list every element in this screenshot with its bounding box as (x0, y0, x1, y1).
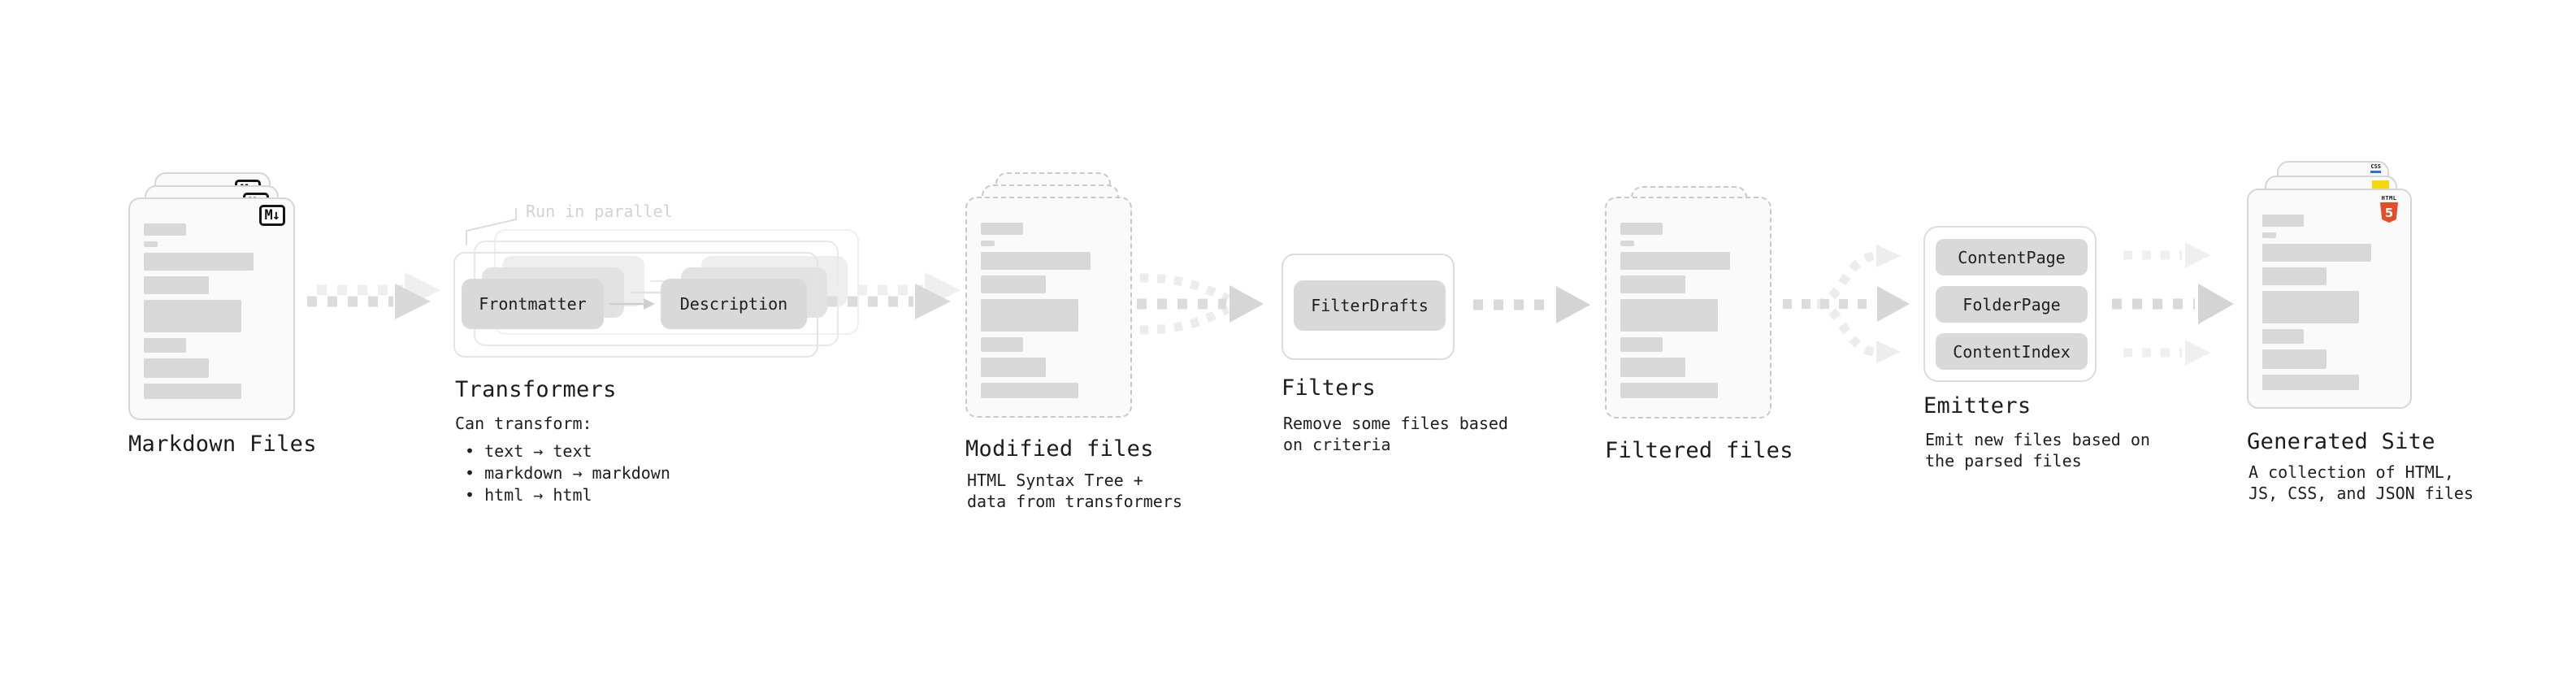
transformers-bullet: • text → text (465, 441, 592, 461)
placeholder-line (2262, 375, 2359, 390)
filtered-file-card-front (1605, 197, 1772, 419)
emitters-frame: ContentPage FolderPage ContentIndex (1923, 226, 2097, 382)
generated-file-card-html: HTML 5 (2247, 189, 2412, 409)
emitter-node-folderpage: FolderPage (1936, 286, 2088, 323)
stage-title-emitters: Emitters (1923, 393, 2032, 419)
placeholder-line (144, 223, 186, 236)
js-icon (2372, 180, 2389, 189)
emitters-description: Emit new files based on the parsed files (1925, 430, 2150, 471)
placeholder-line (1620, 383, 1719, 398)
placeholder-line (144, 253, 254, 271)
stage-title-generated: Generated Site (2247, 429, 2435, 454)
emitter-node-contentindex: ContentIndex (1936, 333, 2088, 370)
placeholder-text-lines (1620, 223, 1756, 398)
placeholder-line (144, 358, 210, 378)
placeholder-line (1620, 358, 1686, 377)
flow-arrow-transformers-to-modified (827, 272, 961, 319)
flow-arrow-filtered-to-emitters (1783, 245, 1910, 363)
filters-frame: FilterDrafts (1281, 254, 1455, 360)
placeholder-text-lines (144, 223, 280, 399)
placeholder-line (2262, 215, 2305, 227)
placeholder-line (1620, 299, 1719, 332)
stage-title-markdown: Markdown Files (128, 432, 317, 457)
html5-icon: HTML 5 (2379, 195, 2400, 223)
placeholder-line (981, 299, 1079, 332)
placeholder-line (2262, 329, 2305, 344)
placeholder-text-lines (981, 223, 1117, 398)
placeholder-line (144, 384, 242, 399)
placeholder-line (144, 300, 242, 332)
transform-arrow-icon (609, 298, 655, 310)
modified-description: HTML Syntax Tree + data from transformer… (967, 471, 1182, 511)
transformers-bullet: • html → html (465, 485, 592, 505)
flow-arrow-filters-to-filtered (1473, 286, 1590, 323)
transformers-bullet: • markdown → markdown (465, 463, 670, 483)
stage-title-filters: Filters (1281, 375, 1376, 401)
stage-title-filtered: Filtered files (1605, 438, 1793, 463)
placeholder-line (1620, 241, 1634, 246)
placeholder-line (2262, 349, 2327, 369)
flow-arrow-markdown-to-transformers (307, 272, 440, 319)
placeholder-line (144, 241, 158, 247)
html5-icon-word: HTML (2381, 195, 2397, 202)
note-leader-line (466, 208, 517, 245)
markdown-icon: M↓ (258, 205, 285, 226)
placeholder-line (2262, 232, 2276, 238)
transformer-layer-front: Frontmatter Description (453, 252, 818, 358)
placeholder-line (1620, 223, 1663, 235)
emitter-node-contentpage: ContentPage (1936, 239, 2088, 275)
placeholder-text-lines (2262, 215, 2396, 390)
flow-arrow-emitters-to-generated (2112, 242, 2234, 366)
css-icon: CSS (2370, 164, 2381, 173)
transformer-node-description: Description (661, 279, 807, 329)
placeholder-line (1620, 252, 1731, 270)
placeholder-line (981, 223, 1023, 235)
placeholder-line (981, 241, 995, 246)
modified-file-card-front (965, 197, 1132, 418)
placeholder-line (1620, 337, 1663, 352)
filters-description: Remove some files based on criteria (1283, 414, 1508, 454)
stage-title-modified: Modified files (965, 436, 1154, 462)
run-in-parallel-note: Run in parallel (526, 202, 673, 221)
generated-description: A collection of HTML, JS, CSS, and JSON … (2249, 462, 2474, 503)
transformers-description-heading: Can transform: (455, 414, 592, 433)
markdown-file-card-front: M↓ (128, 197, 295, 420)
placeholder-line (981, 383, 1079, 398)
transformer-frame (453, 252, 818, 358)
html5-icon-shield: 5 (2380, 202, 2398, 223)
placeholder-line (2262, 244, 2371, 262)
placeholder-line (144, 338, 186, 353)
flow-arrow-modified-to-filters (1137, 273, 1264, 335)
transformer-node-frontmatter: Frontmatter (462, 279, 604, 329)
placeholder-line (981, 275, 1047, 293)
placeholder-line (2262, 291, 2359, 323)
placeholder-line (981, 337, 1023, 352)
placeholder-line (981, 358, 1047, 377)
stage-title-transformers: Transformers (455, 377, 617, 402)
placeholder-line (2262, 267, 2327, 285)
placeholder-line (144, 276, 210, 294)
placeholder-line (981, 252, 1091, 270)
filter-node-filterdrafts: FilterDrafts (1294, 280, 1446, 331)
placeholder-line (1620, 275, 1686, 293)
html5-icon-digit: 5 (2384, 205, 2394, 220)
